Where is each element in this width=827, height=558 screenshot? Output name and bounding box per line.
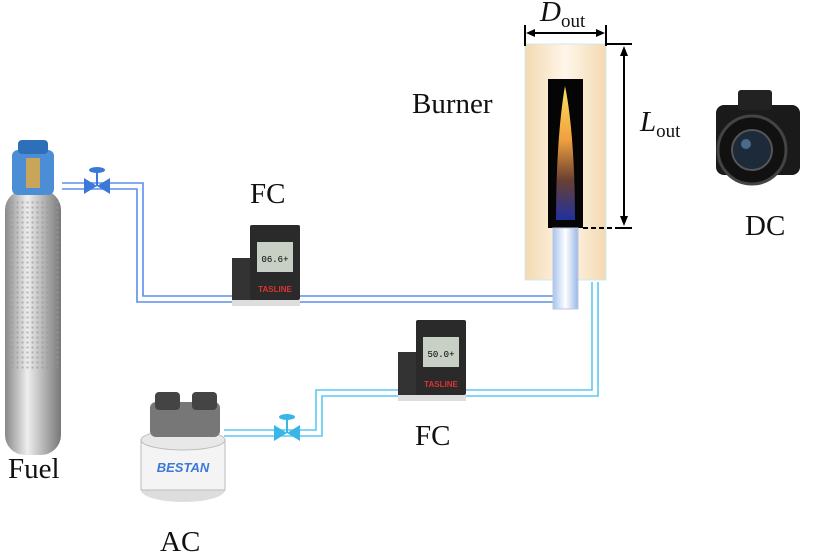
air-fc-label: FC <box>415 420 451 452</box>
svg-text:TASLINE: TASLINE <box>258 285 292 294</box>
flow-controller-fuel: 06.6+ TASLINE <box>232 225 300 306</box>
burner <box>524 43 615 310</box>
ac-label: AC <box>160 526 201 558</box>
svg-text:BESTAN: BESTAN <box>157 460 210 475</box>
fuel-cylinder <box>5 140 61 455</box>
air-fc-display: 50.0+ <box>427 350 454 360</box>
l-out-subscript: out <box>656 121 681 142</box>
fuel-valve-icon <box>84 167 110 194</box>
fuel-fc-display: 06.6+ <box>261 255 288 265</box>
d-out-symbol: D <box>540 0 561 28</box>
fuel-label: Fuel <box>8 453 60 485</box>
fuel-fc-label: FC <box>250 178 286 210</box>
l-out-symbol: L <box>640 106 657 138</box>
air-compressor: BESTAN <box>140 392 226 502</box>
air-line <box>224 282 599 437</box>
camera-icon <box>716 90 800 186</box>
air-valve-icon <box>274 414 300 441</box>
d-out-subscript: out <box>560 11 586 32</box>
l-out-dimension <box>606 43 632 229</box>
svg-text:TASLINE: TASLINE <box>424 380 458 389</box>
flow-controller-air: 50.0+ TASLINE <box>398 320 466 401</box>
l-out-label: Lout <box>640 106 681 142</box>
d-out-label: Dout <box>540 0 585 31</box>
d-out-dimension <box>524 25 607 46</box>
dc-label: DC <box>745 210 786 242</box>
fuel-line <box>62 182 555 303</box>
burner-label: Burner <box>412 88 493 120</box>
